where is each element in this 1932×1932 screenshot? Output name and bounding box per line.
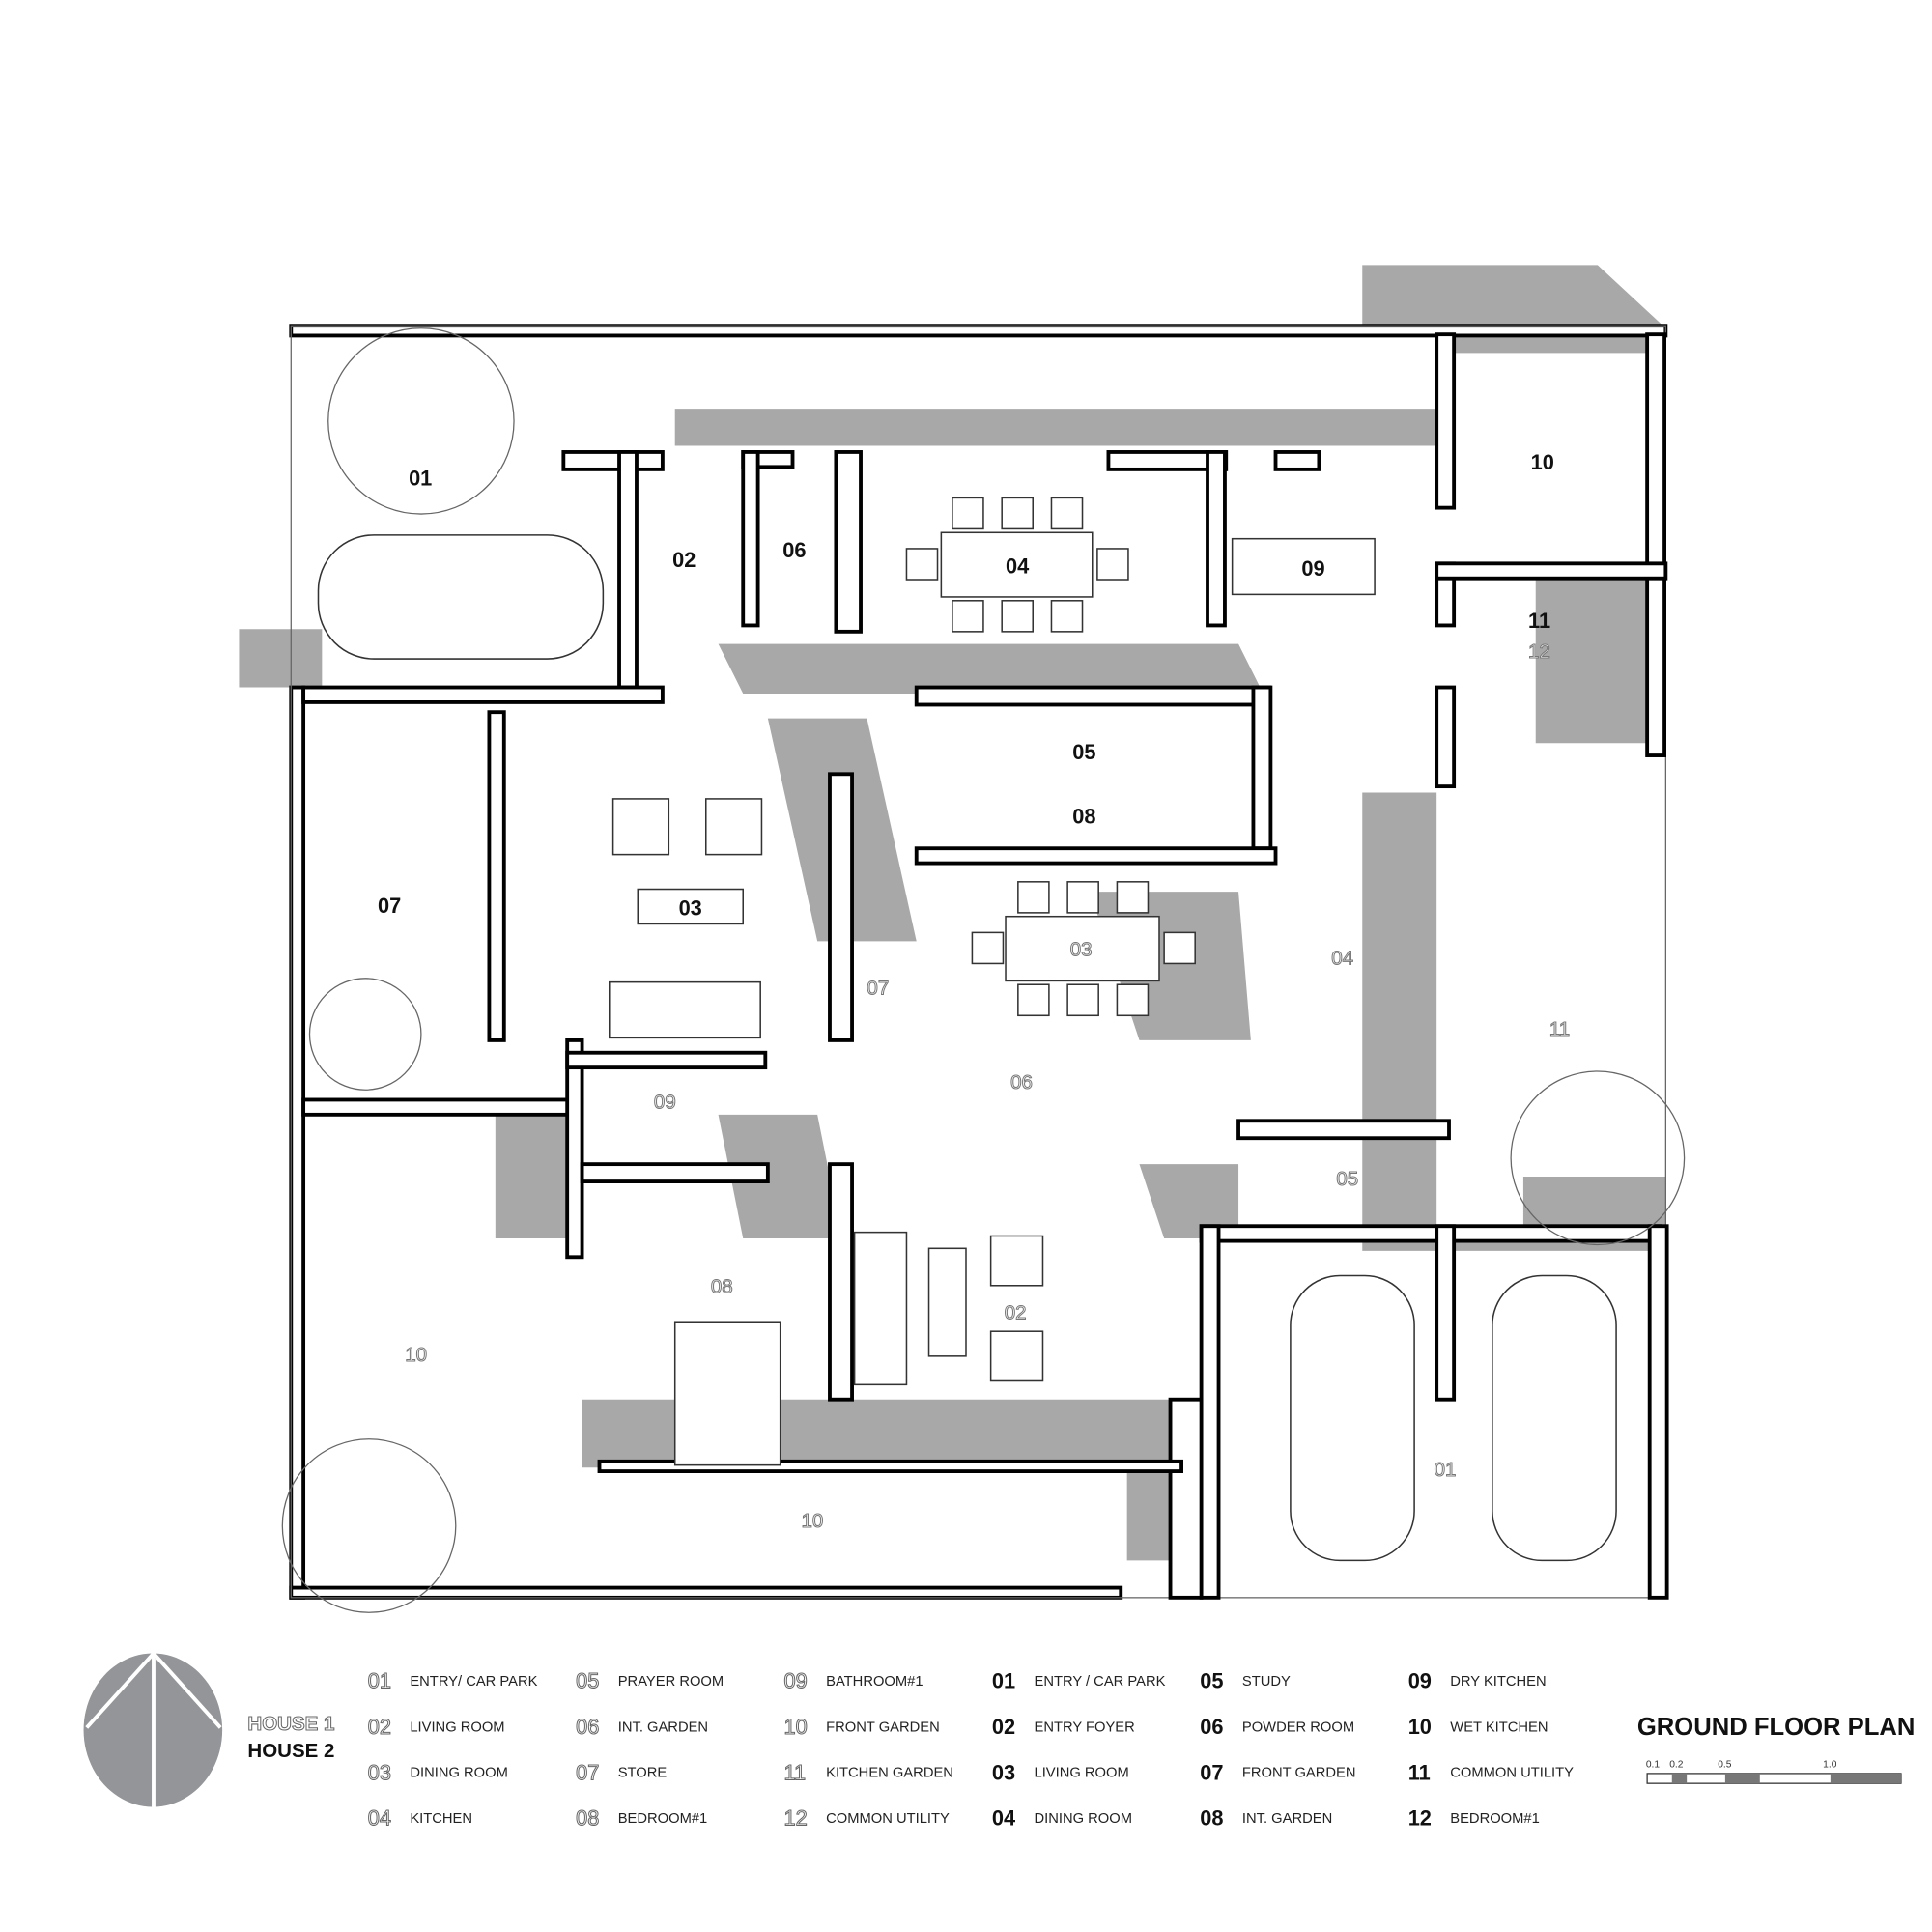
room-label: 07 (378, 894, 401, 918)
room-label: 05 (1336, 1168, 1358, 1190)
room-label: 10 (1531, 450, 1554, 474)
legend-label: COMMON UTILITY (826, 1811, 950, 1827)
legend-number: 09 (784, 1668, 808, 1692)
scale-bar: 0.1 0.2 0.5 1.0 (1646, 1759, 1902, 1784)
site-boundary (289, 324, 1668, 1600)
scale-tick: 1.0 (1823, 1759, 1837, 1770)
legend-label: KITCHEN (410, 1811, 472, 1827)
house2-room-labels: 01 02 06 04 09 10 11 12 05 08 03 07 (378, 450, 1554, 921)
legend-number: 10 (784, 1715, 808, 1739)
legend-number: 07 (576, 1760, 599, 1784)
legend-label: LIVING ROOM (1035, 1766, 1129, 1781)
legend-number: 08 (1200, 1806, 1223, 1831)
scale-tick: 0.1 (1646, 1759, 1661, 1770)
legend-number: 01 (368, 1668, 391, 1692)
legend-number: 01 (992, 1668, 1015, 1692)
room-label: 02 (672, 548, 696, 572)
legend-label: WET KITCHEN (1450, 1719, 1548, 1735)
legend-number: 12 (784, 1806, 808, 1831)
legend-number: 12 (1408, 1806, 1432, 1831)
room-label: 07 (867, 977, 889, 999)
legend-label: LIVING ROOM (410, 1719, 504, 1735)
legend-number: 06 (1200, 1715, 1223, 1739)
legend-label: STORE (618, 1766, 668, 1781)
furniture (281, 327, 1686, 1613)
room-label: 01 (1435, 1459, 1457, 1481)
room-label: 06 (782, 538, 806, 562)
scale-tick: 0.2 (1669, 1759, 1684, 1770)
room-label: 09 (654, 1091, 676, 1113)
room-label: 10 (405, 1344, 427, 1366)
house1-room-labels: 03 07 04 06 09 08 02 05 11 10 10 01 (405, 938, 1571, 1532)
room-label: 10 (801, 1510, 823, 1532)
legend-number: 02 (992, 1715, 1015, 1739)
room-label: 03 (679, 895, 702, 920)
room-label: 04 (1331, 948, 1353, 970)
legend-label: INT. GARDEN (1242, 1811, 1332, 1827)
legend-label: ENTRY FOYER (1035, 1719, 1135, 1735)
legend-label: ENTRY / CAR PARK (1035, 1674, 1166, 1690)
house2-label: HOUSE 2 (247, 1740, 334, 1762)
room-label: 11 (1549, 1018, 1570, 1040)
room-label: 04 (1006, 554, 1029, 579)
room-label: 08 (1072, 805, 1095, 829)
legend-label: FRONT GARDEN (1242, 1766, 1356, 1781)
legend-label: BEDROOM#1 (618, 1811, 708, 1827)
legend-number: 08 (576, 1806, 599, 1831)
legend-number: 04 (992, 1806, 1015, 1831)
legend-number: 03 (368, 1760, 391, 1784)
scale-tick: 0.5 (1718, 1759, 1732, 1770)
legend-label: KITCHEN GARDEN (826, 1766, 953, 1781)
walls (301, 332, 1669, 1600)
legend-number: 02 (368, 1715, 391, 1739)
legend-label: BEDROOM#1 (1450, 1811, 1540, 1827)
drawing-title: GROUND FLOOR PLAN (1637, 1714, 1916, 1741)
room-label: 05 (1072, 740, 1095, 764)
legend-label: BATHROOM#1 (826, 1674, 923, 1690)
legend-number: 04 (368, 1806, 391, 1831)
legend-number: 06 (576, 1715, 599, 1739)
north-arrow (83, 1652, 223, 1808)
room-label: 03 (1070, 939, 1093, 961)
legend-number: 11 (1408, 1760, 1431, 1784)
room-label: 09 (1301, 556, 1324, 581)
room-label: 01 (409, 467, 432, 491)
legend-label: ENTRY/ CAR PARK (410, 1674, 537, 1690)
legend-number: 11 (784, 1760, 807, 1784)
legend-label: COMMON UTILITY (1450, 1766, 1574, 1781)
legend-label: DINING ROOM (410, 1766, 508, 1781)
house1-label: HOUSE 1 (247, 1713, 334, 1735)
room-label: 06 (1010, 1071, 1033, 1094)
legend-label: PRAYER ROOM (618, 1674, 724, 1690)
legend-number: 03 (992, 1760, 1015, 1784)
room-label: 02 (1005, 1301, 1027, 1323)
legend-number: 07 (1200, 1760, 1223, 1784)
legend-number: 09 (1408, 1668, 1432, 1692)
legend-label: DRY KITCHEN (1450, 1674, 1546, 1690)
legend-label: DINING ROOM (1035, 1811, 1133, 1827)
room-label: 08 (711, 1275, 733, 1297)
legend-number: 05 (576, 1668, 599, 1692)
room-label: 12 (1528, 640, 1550, 663)
legend-label: INT. GARDEN (618, 1719, 708, 1735)
legend-label: FRONT GARDEN (826, 1719, 940, 1735)
legend-number: 05 (1200, 1668, 1223, 1692)
room-label: 11 (1528, 609, 1550, 633)
legend-number: 10 (1408, 1715, 1432, 1739)
legend-label: POWDER ROOM (1242, 1719, 1354, 1735)
legend-label: STUDY (1242, 1674, 1291, 1690)
